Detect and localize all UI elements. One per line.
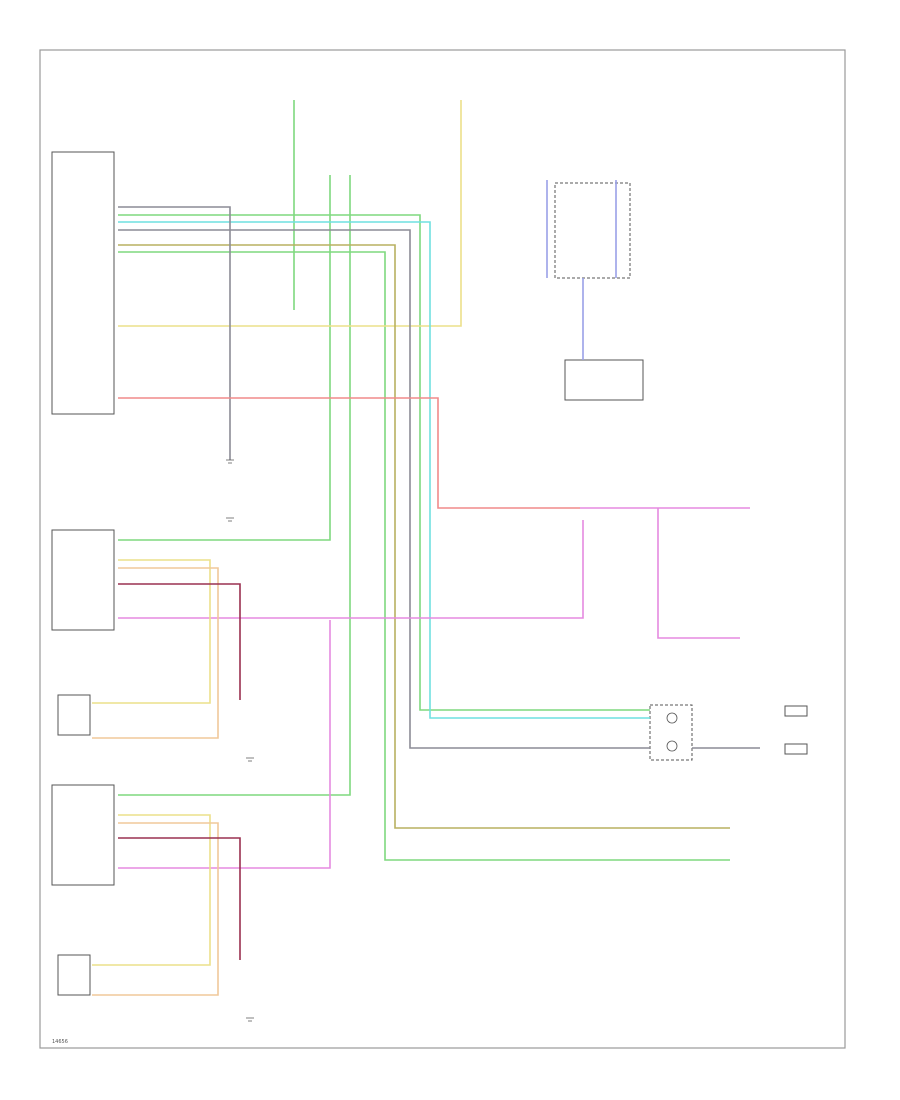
wire-olive bbox=[118, 244, 730, 829]
wire-orange-left-1 bbox=[92, 559, 211, 704]
sensor-module bbox=[564, 359, 644, 401]
left-seat-module bbox=[51, 529, 115, 631]
wire-green-top-2 bbox=[118, 214, 650, 711]
clock-spring-contact-lower bbox=[666, 740, 678, 752]
wire-green-bottom bbox=[118, 251, 730, 861]
wire-orange-right-1 bbox=[92, 814, 211, 966]
wires bbox=[92, 100, 760, 996]
clock-spring-contact-upper bbox=[666, 712, 678, 724]
ground-symbol-3 bbox=[246, 757, 254, 762]
right-seat-module bbox=[51, 784, 115, 886]
wire-orange-left-2 bbox=[92, 567, 219, 739]
connector-right-lower bbox=[784, 743, 808, 755]
wire-cyan bbox=[118, 221, 650, 719]
wire-pink-right bbox=[118, 620, 331, 869]
ground-symbol-2 bbox=[226, 517, 234, 522]
wire-green-mid bbox=[118, 175, 331, 541]
wire-green-long bbox=[118, 175, 351, 796]
components bbox=[51, 151, 808, 996]
relay-box bbox=[554, 182, 631, 279]
wire-yellow-top bbox=[118, 100, 462, 327]
right-seat-heater bbox=[57, 954, 91, 996]
wire-red bbox=[118, 397, 580, 509]
diagram-code: 14656 bbox=[52, 1039, 68, 1045]
ground-symbol-1 bbox=[226, 459, 234, 464]
wire-pink-left bbox=[118, 520, 584, 619]
wire-orange-right-2 bbox=[92, 822, 219, 996]
wire-darkred-right bbox=[118, 837, 241, 960]
ground-symbols bbox=[226, 459, 254, 1022]
wire-pink-down bbox=[657, 508, 740, 639]
left-seat-heater bbox=[57, 694, 91, 736]
wire-darkred-left bbox=[118, 583, 241, 700]
ground-symbol-4 bbox=[246, 1017, 254, 1022]
diagram-frame bbox=[39, 49, 846, 1049]
wire-gray-main bbox=[118, 206, 231, 460]
wire-gray bbox=[118, 229, 650, 749]
connector-right-upper bbox=[784, 705, 808, 717]
main-seat-module bbox=[51, 151, 115, 415]
